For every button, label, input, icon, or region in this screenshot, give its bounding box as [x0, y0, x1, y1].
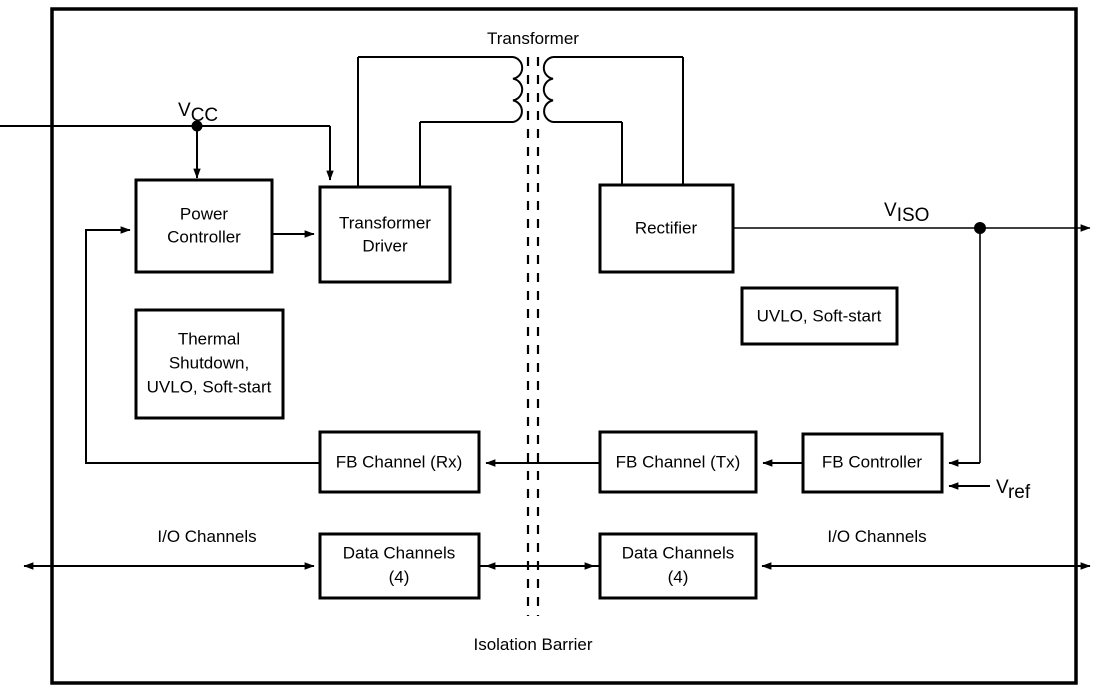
vcc-net — [0, 120, 334, 181]
block-label-line: (4) — [668, 567, 689, 586]
block-data-channels-left: Data Channels (4) — [318, 532, 481, 600]
vcc-label: VCC — [178, 100, 218, 126]
block-label-line: FB Channel (Tx) — [616, 452, 741, 471]
isolation-barrier-label: Isolation Barrier — [473, 635, 592, 654]
block-label-line: Rectifier — [635, 218, 698, 237]
block-label-line: Transformer — [339, 213, 431, 232]
block-label-line: UVLO, Soft-start — [757, 306, 882, 325]
block-data-channels-right: Data Channels (4) — [598, 532, 758, 600]
io-channels-left-label: I/O Channels — [157, 527, 256, 546]
block-label-line: Driver — [362, 236, 408, 255]
block-uvlo-soft-start: UVLO, Soft-start — [740, 286, 899, 346]
block-label-line: (4) — [389, 567, 410, 586]
block-fb-channel-rx: FB Channel (Rx) — [318, 430, 481, 494]
block-rectifier: Rectifier — [598, 183, 735, 274]
device-outline — [50, 7, 1078, 685]
block-label-line: Data Channels — [622, 543, 734, 562]
transformer-symbol — [358, 56, 683, 123]
block-label-line: Controller — [167, 227, 241, 246]
vref-label: Vref — [996, 477, 1031, 503]
block-label-line: Power — [180, 204, 229, 223]
block-label-line: FB Controller — [822, 452, 922, 471]
isolation-barrier — [526, 57, 540, 616]
block-label-line: UVLO, Soft-start — [147, 377, 272, 396]
block-label-line: Thermal — [178, 329, 240, 348]
block-label-line: FB Channel (Rx) — [336, 452, 463, 471]
viso-label: VISO — [884, 200, 929, 226]
block-fb-controller: FB Controller — [801, 432, 944, 494]
block-thermal-shutdown: Thermal Shutdown, UVLO, Soft-start — [134, 308, 285, 420]
block-label-line: Shutdown, — [169, 353, 249, 372]
block-transformer-driver: Transformer Driver — [318, 185, 452, 284]
transformer-label: Transformer — [487, 29, 579, 48]
viso-junction-dot — [974, 222, 986, 234]
block-label-line: Data Channels — [343, 543, 455, 562]
block-power-controller: Power Controller — [134, 178, 274, 274]
vcc-junction-dot — [191, 120, 203, 132]
wire-fbrx-to-powerctrl — [85, 226, 320, 464]
viso-net — [733, 222, 1091, 463]
block-fb-channel-tx: FB Channel (Tx) — [598, 430, 758, 494]
io-channels-right-label: I/O Channels — [827, 527, 926, 546]
